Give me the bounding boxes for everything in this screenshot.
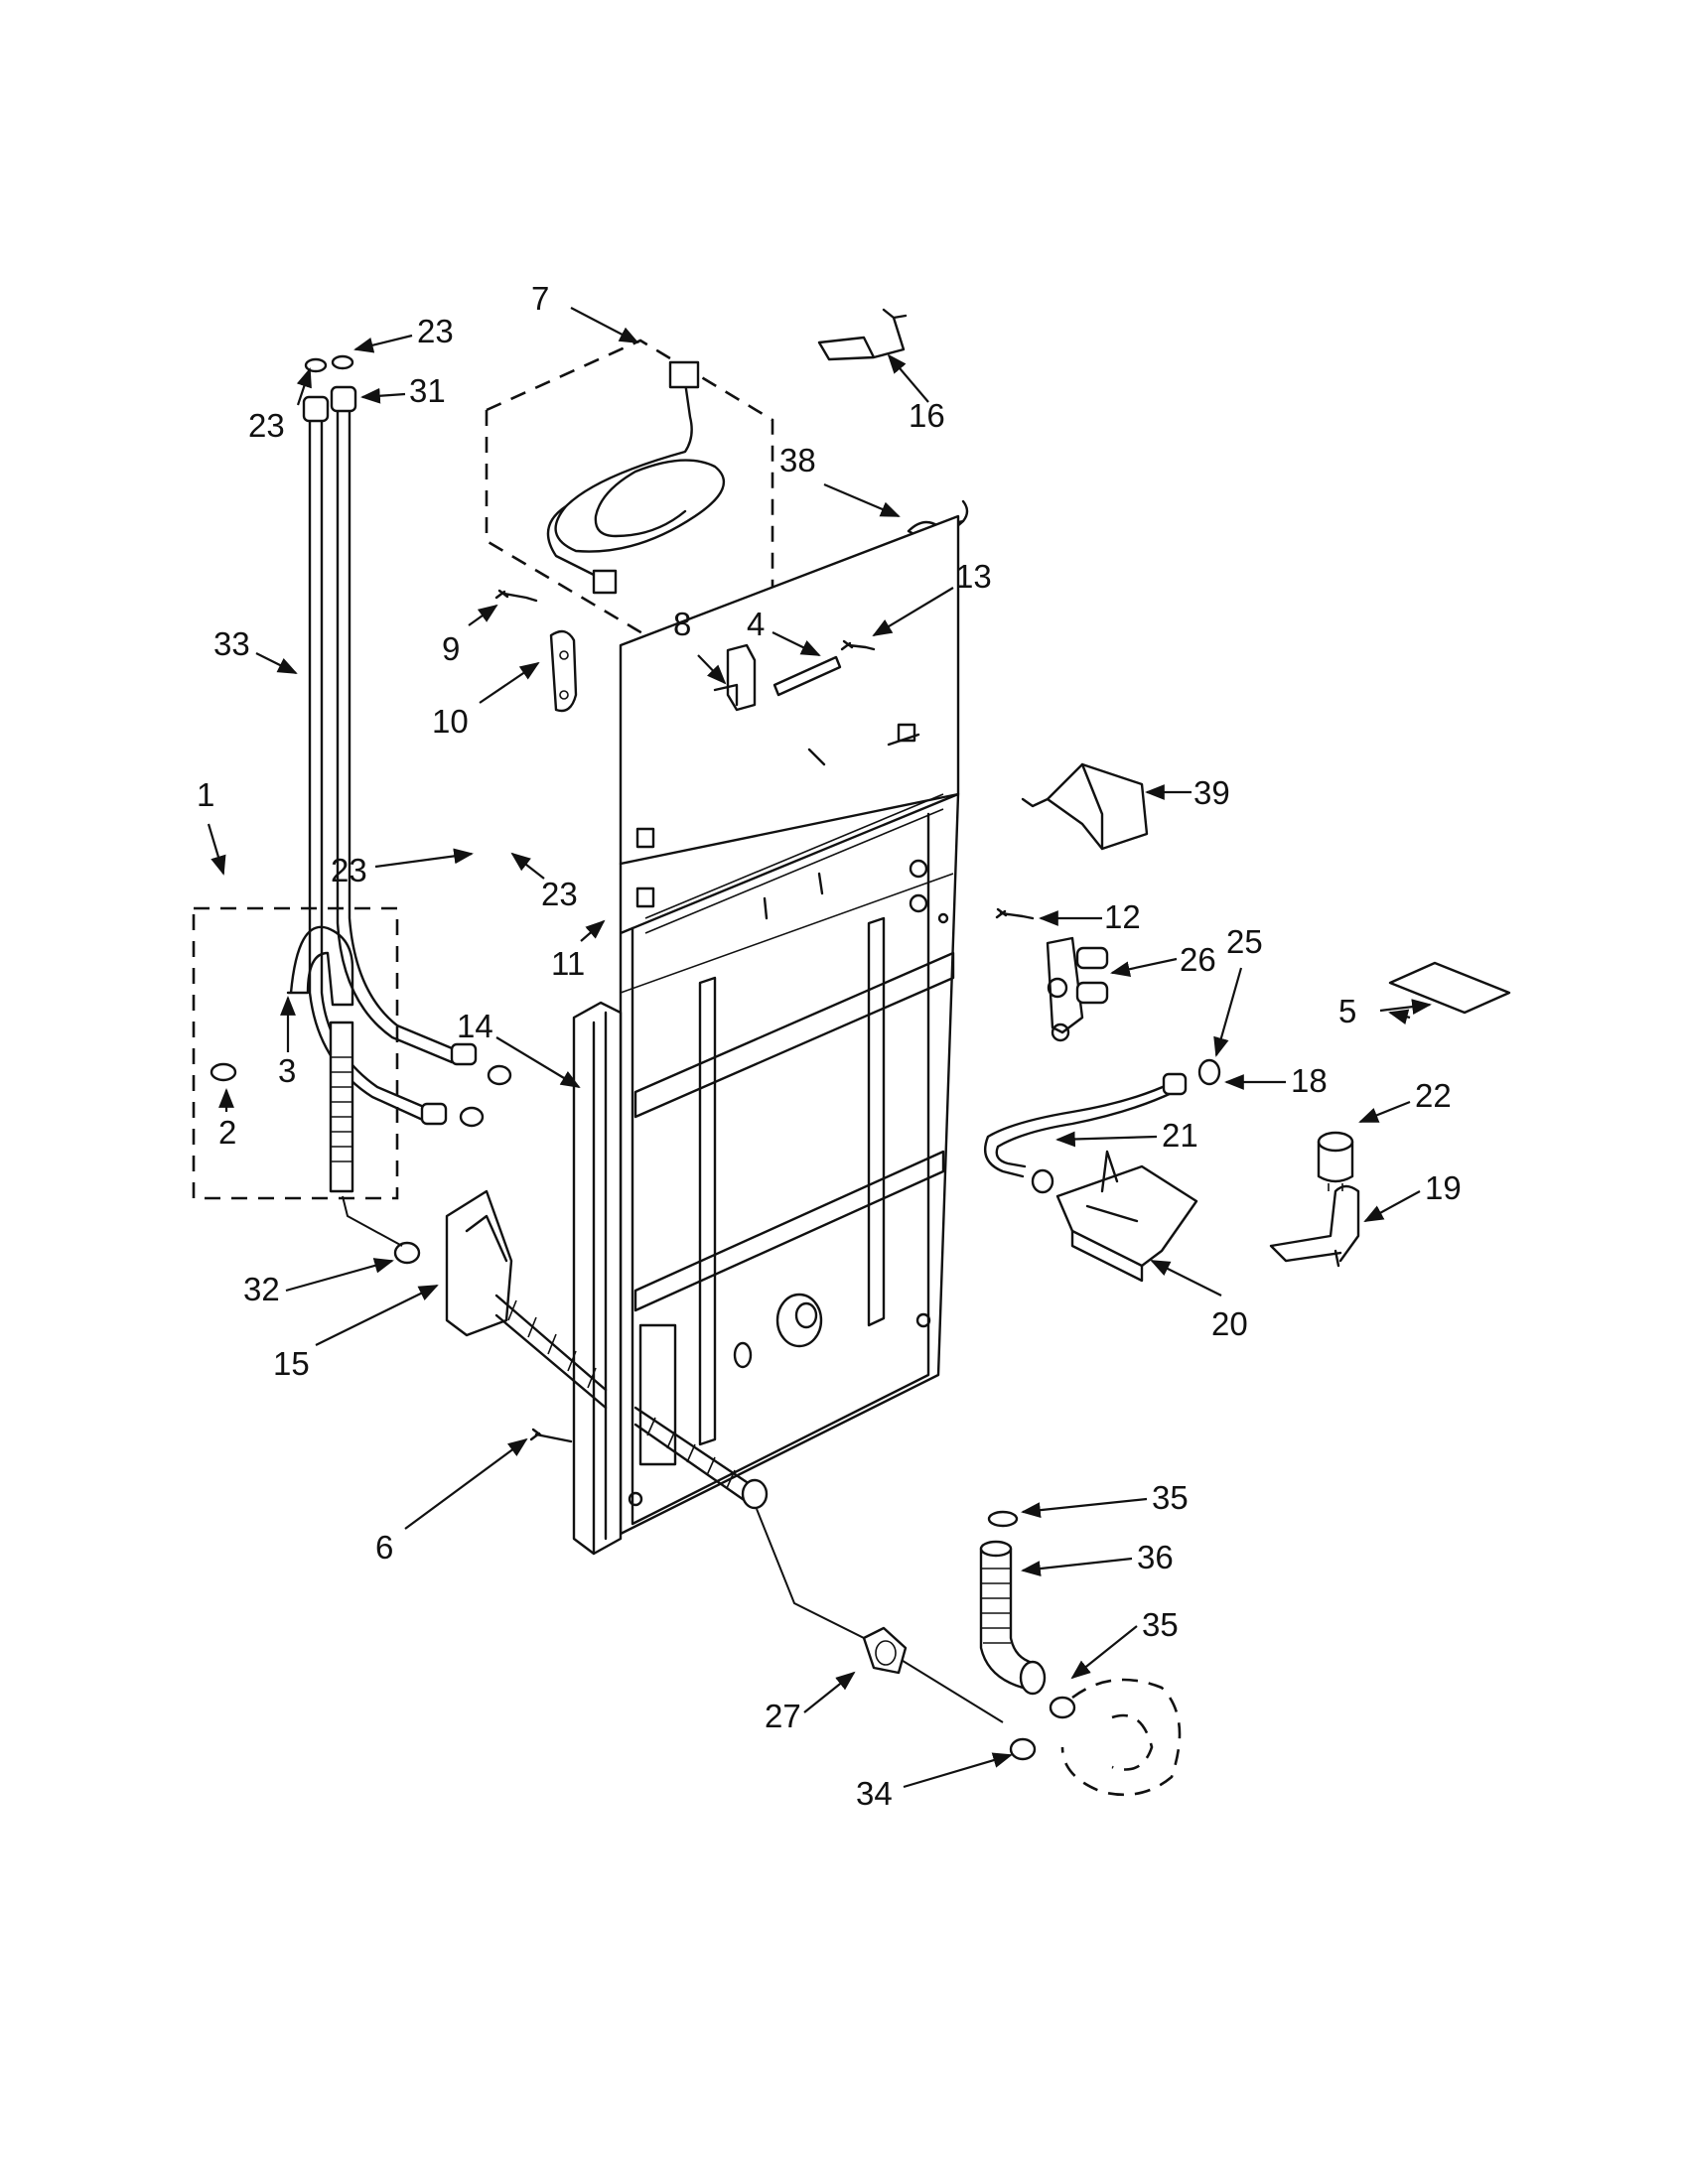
callout-22: 22 (1415, 1077, 1452, 1114)
callout-3: 3 (278, 1052, 296, 1089)
drain-guide (342, 1189, 513, 1337)
rear-panel (619, 514, 960, 1536)
callout-19: 19 (1425, 1169, 1462, 1206)
hinge-10 (549, 629, 578, 713)
drain-elbow (979, 1510, 1182, 1797)
callout-36: 36 (1137, 1539, 1174, 1575)
callout-12: 12 (1104, 898, 1141, 935)
callout-26: 26 (1180, 941, 1216, 978)
callout-10: 10 (432, 703, 469, 740)
callout-23: 23 (248, 407, 285, 444)
callout-4: 4 (747, 606, 765, 642)
label-sheet (1388, 961, 1511, 1015)
callout-31: 31 (409, 372, 446, 409)
small-hardware (494, 589, 876, 712)
callout-33: 33 (213, 625, 250, 662)
callout-14: 14 (457, 1008, 493, 1044)
callout-21: 21 (1162, 1117, 1198, 1154)
side-rail (572, 1001, 623, 1556)
callout-20: 20 (1211, 1305, 1248, 1342)
callout-23: 23 (331, 852, 367, 888)
clamp-27 (862, 1626, 908, 1675)
drain-hose-kit (192, 906, 399, 1200)
callout-23: 23 (417, 313, 454, 349)
callout-9: 9 (442, 630, 460, 667)
water-valve (995, 907, 1109, 1042)
callout-18: 18 (1291, 1062, 1328, 1099)
bracket-19 (1269, 1184, 1360, 1268)
callout-labels: 7 23 23 31 16 38 13 33 9 8 4 10 39 1 23 … (197, 280, 1462, 1812)
callout-13: 13 (955, 558, 992, 595)
callout-6: 6 (375, 1529, 393, 1566)
callout-5: 5 (1338, 993, 1356, 1029)
callout-35: 35 (1152, 1479, 1189, 1516)
callout-7: 7 (531, 280, 549, 317)
callout-11: 11 (551, 945, 585, 982)
callout-15: 15 (273, 1345, 310, 1382)
callout-35: 35 (1142, 1606, 1179, 1643)
screw-6 (529, 1428, 573, 1443)
callout-27: 27 (765, 1698, 801, 1734)
callout-34: 34 (856, 1775, 893, 1812)
callout-25: 25 (1226, 923, 1263, 960)
lid-switch (1055, 1150, 1198, 1283)
leader-arrows (207, 307, 1432, 1789)
callout-1: 1 (197, 776, 214, 813)
capacitor (1317, 1131, 1354, 1191)
callout-38: 38 (779, 442, 816, 478)
callout-8: 8 (673, 606, 691, 642)
callout-39: 39 (1193, 774, 1230, 811)
callout-2: 2 (218, 1114, 236, 1151)
callout-16: 16 (909, 397, 945, 434)
fill-hose (983, 1058, 1221, 1194)
bracket-39 (1021, 762, 1149, 851)
clip-16 (817, 308, 908, 361)
drain-hoses (494, 1294, 1004, 1723)
callout-32: 32 (243, 1271, 280, 1307)
callout-23: 23 (541, 876, 578, 912)
